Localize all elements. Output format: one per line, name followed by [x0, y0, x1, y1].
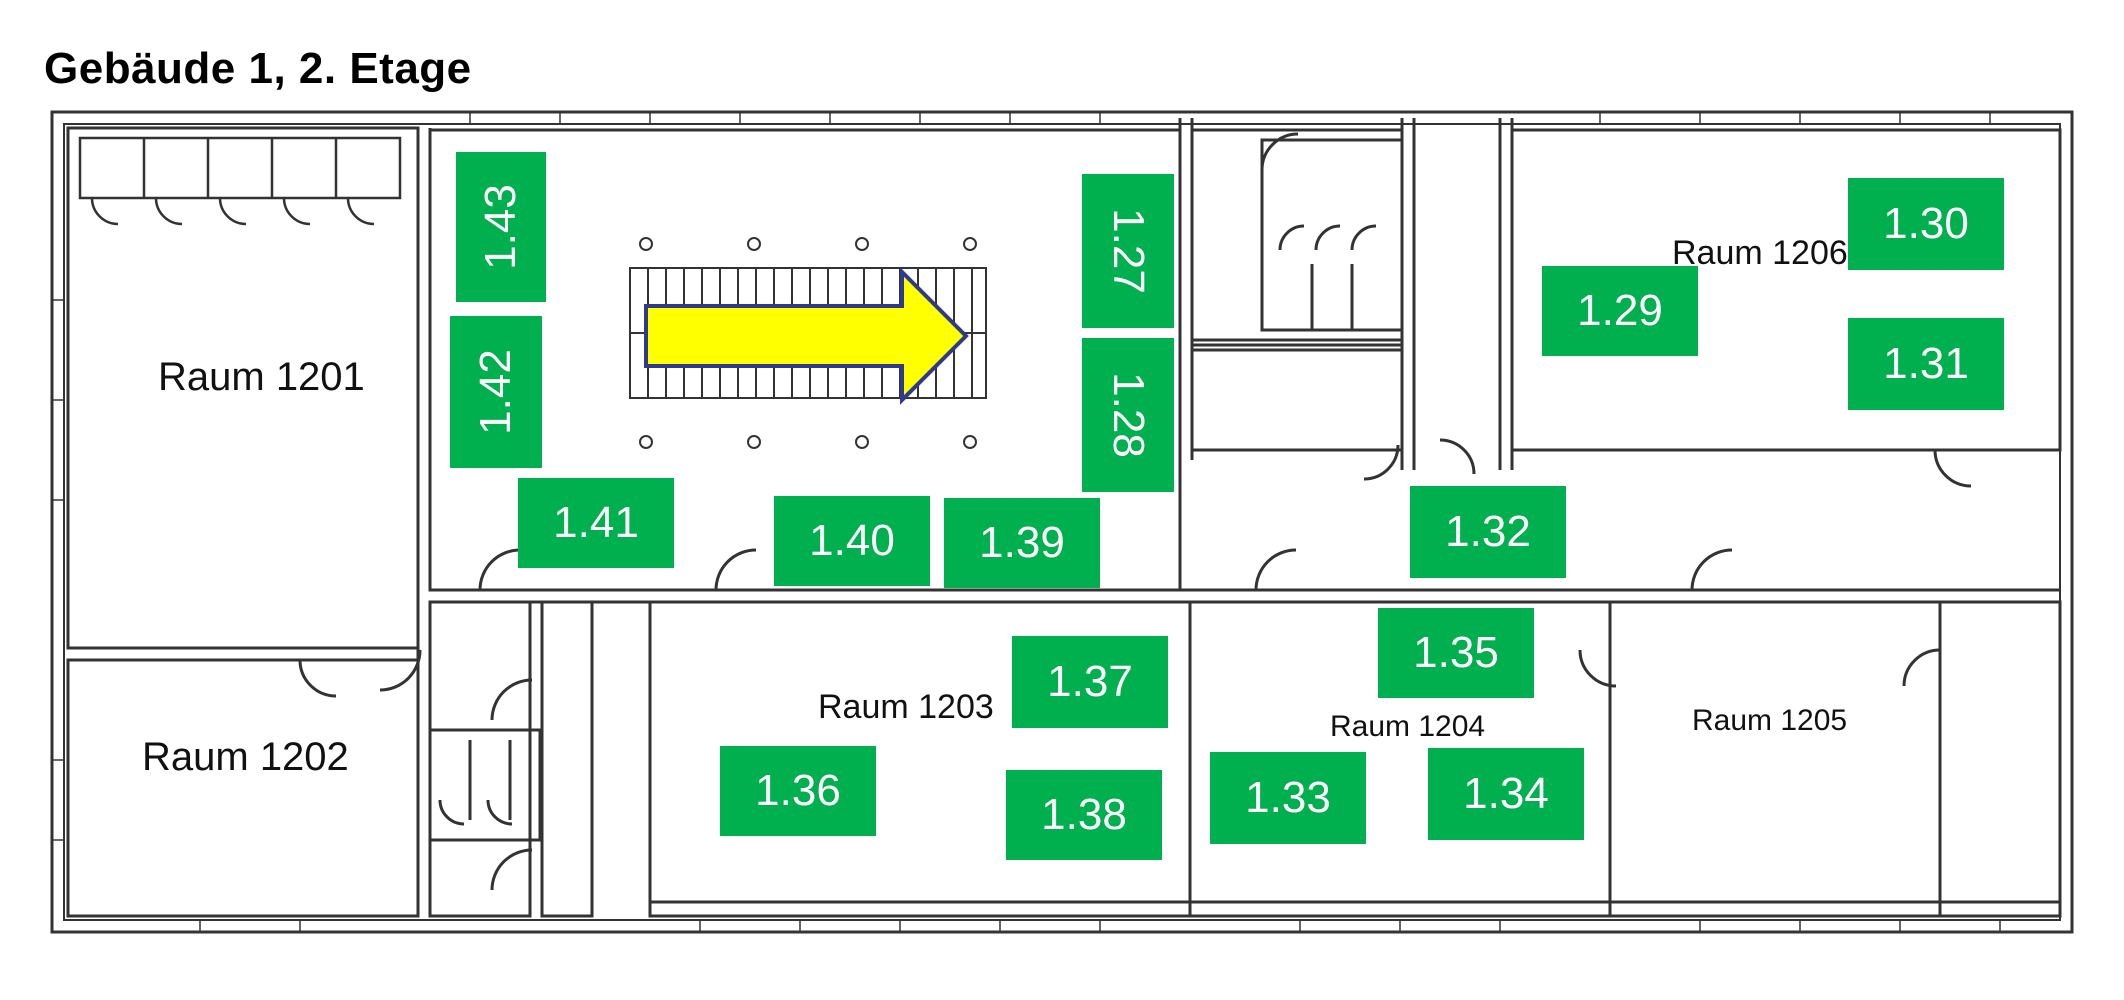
seat-1-30[interactable]: 1.30 [1848, 178, 2004, 270]
seat-1-33[interactable]: 1.33 [1210, 752, 1366, 844]
seat-1-31[interactable]: 1.31 [1848, 318, 2004, 410]
seat-1-35[interactable]: 1.35 [1378, 608, 1534, 698]
yellow-arrow-right-icon [644, 267, 969, 405]
room-label-1202: Raum 1202 [142, 735, 349, 779]
seat-1-32[interactable]: 1.32 [1410, 486, 1566, 578]
seat-1-34[interactable]: 1.34 [1428, 748, 1584, 840]
seat-1-39[interactable]: 1.39 [944, 498, 1100, 588]
room-label-1206: Raum 1206 [1672, 234, 1848, 272]
wardrobe-icon [78, 136, 402, 226]
room-label-1201: Raum 1201 [158, 355, 365, 399]
room-1205-walls [1608, 600, 1942, 918]
seat-1-42[interactable]: 1.42 [450, 316, 542, 468]
seat-1-37[interactable]: 1.37 [1012, 636, 1168, 728]
building-outline [50, 110, 2074, 934]
seat-1-36[interactable]: 1.36 [720, 746, 876, 836]
seat-1-38[interactable]: 1.38 [1006, 770, 1162, 860]
room-label-1204: Raum 1204 [1330, 710, 1485, 743]
seat-1-27[interactable]: 1.27 [1082, 174, 1174, 328]
room-label-1203: Raum 1203 [818, 688, 994, 726]
seat-1-40[interactable]: 1.40 [774, 496, 930, 586]
seat-1-43[interactable]: 1.43 [456, 152, 546, 302]
seat-1-29[interactable]: 1.29 [1542, 266, 1698, 356]
room-1206-walls [1510, 128, 2062, 452]
page-title: Gebäude 1, 2. Etage [44, 44, 472, 93]
room-1202-walls [66, 658, 420, 918]
seat-1-28[interactable]: 1.28 [1082, 338, 1174, 492]
seat-1-41[interactable]: 1.41 [518, 478, 674, 568]
room-label-1205: Raum 1205 [1692, 704, 1847, 737]
